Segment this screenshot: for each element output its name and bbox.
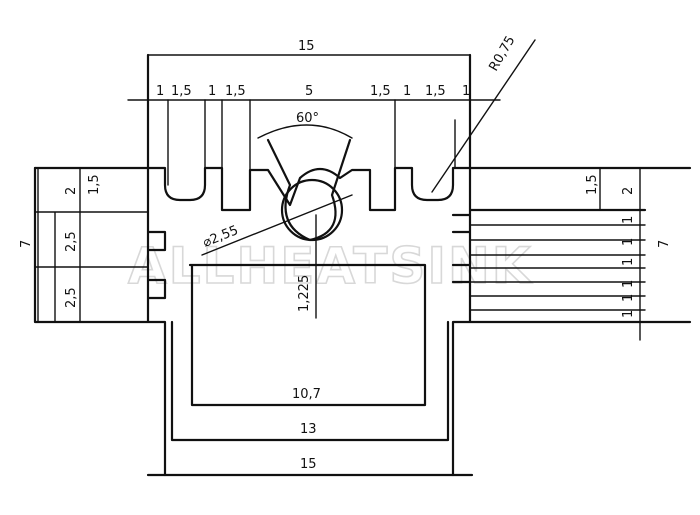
center-hole — [280, 178, 344, 242]
dim-right-1f: 1 — [621, 310, 636, 318]
dim-angle: 60° — [296, 111, 319, 126]
dim-right-2: 2 — [621, 187, 636, 195]
dim-inner-13: 13 — [300, 422, 317, 437]
dim-top-1-5d: 1,5 — [425, 84, 446, 99]
dim-radius: R0,75 — [486, 34, 518, 74]
dim-center-height: 1,225 — [297, 275, 312, 312]
dim-left-7: 7 — [19, 240, 34, 248]
right-fins — [469, 224, 646, 311]
dim-line-left-7 — [37, 167, 81, 323]
left-fin-block — [33, 166, 167, 477]
dim-line-diameter — [201, 194, 353, 256]
dim-top-15: 15 — [298, 39, 315, 54]
dim-right-1c: 1 — [621, 258, 636, 266]
dim-top-1c: 1 — [403, 84, 411, 99]
dim-top-5: 5 — [305, 84, 313, 99]
right-fin-block — [451, 166, 692, 477]
dim-left-2-5b: 2,5 — [64, 287, 79, 308]
dim-right-1d: 1 — [621, 280, 636, 288]
dim-left-2: 2 — [64, 187, 79, 195]
dim-top-1-5b: 1,5 — [225, 84, 246, 99]
dim-inner-10-7: 10,7 — [292, 387, 321, 402]
left-slots — [167, 99, 456, 186]
dim-right-1-5: 1,5 — [585, 174, 600, 195]
dim-left-1-5: 1,5 — [87, 174, 102, 195]
dim-top-1b: 1 — [208, 84, 216, 99]
dim-top-1d: 1 — [462, 84, 470, 99]
dim-top-1-5a: 1,5 — [171, 84, 192, 99]
dim-line-right-7 — [599, 167, 641, 341]
angle-arc — [257, 124, 353, 139]
dim-right-1e: 1 — [621, 294, 636, 302]
dim-right-1b: 1 — [621, 238, 636, 246]
dim-top-1a: 1 — [156, 84, 164, 99]
dim-bottom-15: 15 — [300, 457, 317, 472]
dim-left-2-5a: 2,5 — [64, 231, 79, 252]
dim-right-7: 7 — [657, 240, 672, 248]
dim-right-1a: 1 — [621, 216, 636, 224]
left-fins — [34, 211, 149, 323]
dim-top-1-5c: 1,5 — [370, 84, 391, 99]
dim-line-radius — [431, 39, 536, 193]
